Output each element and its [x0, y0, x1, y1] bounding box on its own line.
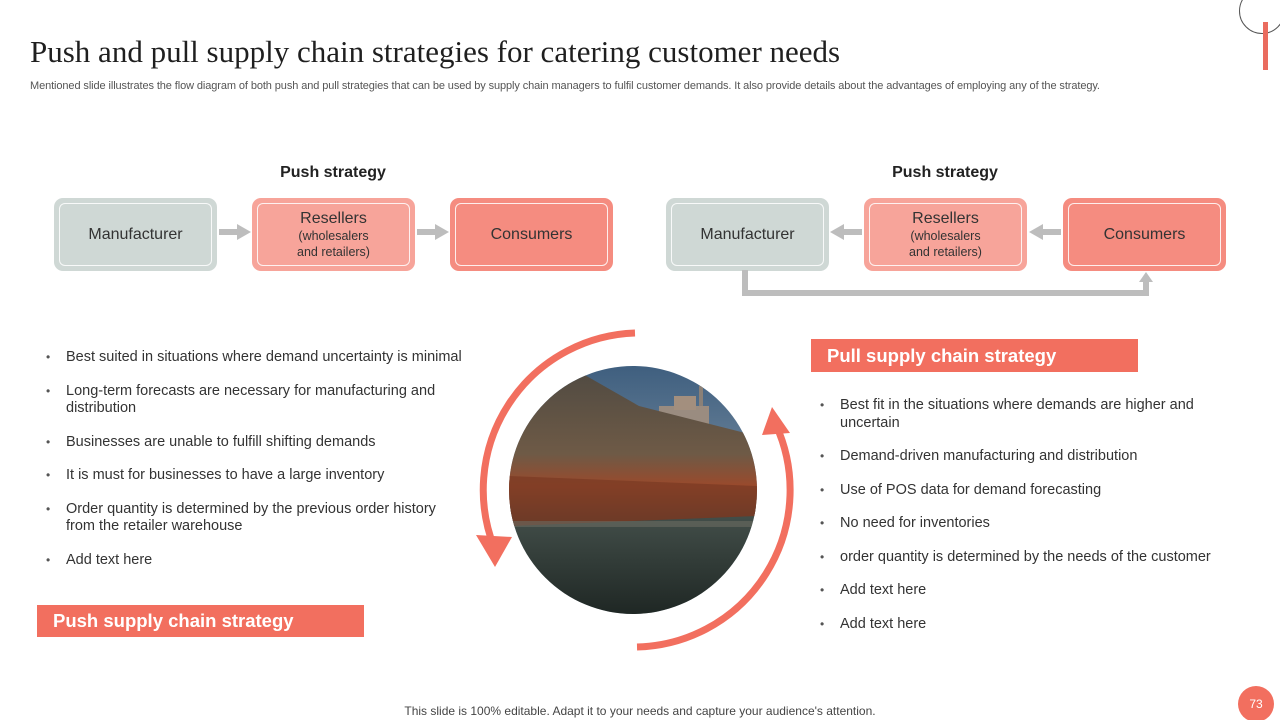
pull-manufacturer-box: Manufacturer — [666, 198, 829, 271]
pull-consumers-label: Consumers — [1103, 225, 1186, 243]
push-manufacturer-box: Manufacturer — [54, 198, 217, 271]
list-item: Add text here — [820, 582, 1240, 600]
shipwreck-photo — [509, 366, 757, 614]
footer-note: This slide is 100% editable. Adapt it to… — [404, 704, 876, 718]
list-item: order quantity is determined by the need… — [820, 549, 1240, 567]
push-resellers-box: Resellers (wholesalers and retailers) — [252, 198, 415, 271]
push-strategy-banner: Push supply chain strategy — [37, 605, 364, 637]
pull-resellers-label: Resellers — [912, 209, 979, 227]
page-title: Push and pull supply chain strategies fo… — [30, 34, 841, 69]
arrow-right-icon — [417, 224, 449, 240]
pull-flow-heading: Push strategy — [892, 164, 998, 181]
push-resellers-sub-1: (wholesalers — [298, 228, 369, 243]
list-item: Best fit in the situations where demands… — [820, 397, 1240, 432]
pull-consumers-box: Consumers — [1063, 198, 1226, 271]
push-flow-heading: Push strategy — [280, 164, 386, 181]
pull-strategy-banner: Pull supply chain strategy — [811, 339, 1138, 372]
pull-strategy-bullet-list: Best fit in the situations where demands… — [820, 397, 1240, 633]
push-manufacturer-label: Manufacturer — [88, 225, 183, 243]
pull-resellers-sub-2: and retailers) — [909, 244, 982, 259]
push-consumers-label: Consumers — [490, 225, 573, 243]
corner-decoration-circle — [1239, 0, 1280, 34]
pull-manufacturer-label: Manufacturer — [700, 225, 795, 243]
arrow-left-icon — [1029, 224, 1061, 240]
push-resellers-sub-2: and retailers) — [297, 244, 370, 259]
arrow-left-icon — [830, 224, 862, 240]
circular-arrow-icon — [476, 329, 794, 651]
corner-decoration-bar — [1263, 22, 1268, 70]
list-item: No need for inventories — [820, 515, 1240, 533]
list-item: Use of POS data for demand forecasting — [820, 482, 1240, 500]
list-item: Businesses are unable to fulfill shiftin… — [46, 434, 466, 452]
arrow-right-icon — [219, 224, 251, 240]
push-consumers-box: Consumers — [450, 198, 613, 271]
list-item: Demand-driven manufacturing and distribu… — [820, 448, 1240, 466]
feedback-connector-arrow — [742, 270, 1153, 296]
pull-resellers-box: Resellers (wholesalers and retailers) — [864, 198, 1027, 271]
list-item: Order quantity is determined by the prev… — [46, 501, 466, 536]
list-item: Add text here — [46, 552, 466, 570]
list-item: Best suited in situations where demand u… — [46, 349, 466, 367]
list-item: Add text here — [820, 616, 1240, 634]
push-strategy-bullet-list: Best suited in situations where demand u… — [46, 349, 466, 569]
page-number-badge: 73 — [1238, 686, 1274, 720]
list-item: It is must for businesses to have a larg… — [46, 467, 466, 485]
pull-resellers-sub-1: (wholesalers — [910, 228, 981, 243]
page-subtitle: Mentioned slide illustrates the flow dia… — [30, 80, 1100, 92]
push-resellers-label: Resellers — [300, 209, 367, 227]
list-item: Long-term forecasts are necessary for ma… — [46, 383, 466, 418]
